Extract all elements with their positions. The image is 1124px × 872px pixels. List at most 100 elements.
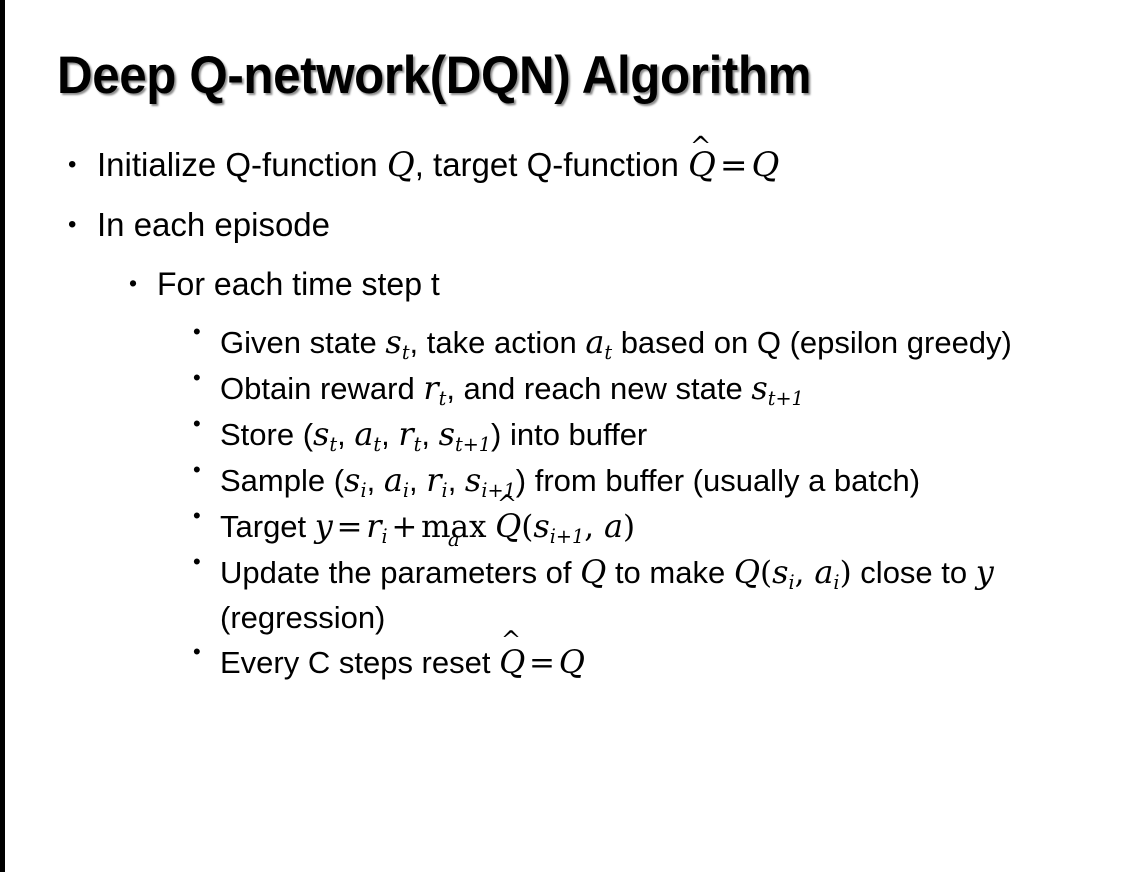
math-open-paren: (: [521, 509, 534, 546]
math-var-q-hat: ^Q: [495, 492, 522, 549]
bullet-list: • Initialize Q-function Q, target Q-func…: [0, 134, 1124, 686]
math-sep: ,: [409, 463, 427, 499]
math-comma: ,: [794, 555, 815, 592]
math-var-r: r: [366, 507, 382, 546]
math-sub-r-i: i: [441, 478, 448, 502]
math-sub-s-t: t: [329, 432, 338, 456]
bullet-text: Update the parameters of Q to make Q(si,…: [220, 550, 1124, 640]
bullet-text-mid: , and reach new state: [446, 371, 752, 407]
bullet-text: Store (st, at, rt, st+1) into buffer: [220, 412, 1124, 458]
math-equals: =: [336, 509, 363, 546]
bullet-text: Every C steps reset ^Q=Q: [220, 628, 1124, 685]
math-sub-s-t1: t+1: [454, 432, 492, 456]
math-var-a: a: [603, 507, 623, 546]
math-close-paren: ): [622, 509, 636, 546]
bullet-text: Given state st, take action at based on …: [220, 320, 1124, 366]
bullet-text-pre: Initialize Q-function: [97, 146, 387, 183]
math-var-q2: Q: [733, 553, 760, 592]
math-sep: ,: [337, 417, 355, 453]
math-var-s-t1: s: [438, 415, 455, 454]
math-sub-r: i: [381, 524, 388, 548]
math-var-qhat-base: Q: [688, 145, 716, 185]
math-sep: ,: [447, 463, 465, 499]
math-close-paren: ): [839, 555, 852, 592]
math-var-q-hat: ^Q: [688, 134, 716, 185]
math-var-a-i: a: [383, 461, 403, 500]
bullet-dot-icon: •: [129, 270, 138, 296]
math-var-s-i: s: [344, 461, 361, 500]
bullet-dot-icon: •: [193, 319, 201, 344]
math-var-q: Q: [580, 553, 607, 592]
bullet-text: In each episode: [97, 206, 331, 243]
bullet-text-post: ) into buffer: [491, 417, 648, 453]
math-sub-s: i: [788, 571, 795, 594]
bullet-text: Obtain reward rt, and reach new state st…: [220, 366, 1124, 412]
math-sub-a-t: t: [373, 432, 382, 456]
math-var-s-t: s: [313, 415, 330, 454]
math-sub-s-i1: i+1: [481, 478, 516, 502]
bullet-text-pre: Every C steps reset: [220, 645, 500, 681]
math-max-name: max: [421, 509, 487, 546]
bullet-text-pre: Obtain reward: [220, 371, 424, 407]
bullet-item-reset-target: • Every C steps reset ^Q=Q: [0, 628, 1124, 685]
bullet-item-given-state: • Given state st, take action at based o…: [0, 320, 1124, 366]
bullet-text-pre: Sample (: [220, 463, 345, 499]
math-var-s: s: [751, 369, 768, 408]
bullet-dot-icon: •: [193, 365, 201, 391]
slide-left-edge-bar: [0, 0, 5, 872]
math-sub-s-i: i: [360, 478, 367, 502]
bullet-text-mid: to make: [606, 555, 734, 591]
bullet-text-mid: , target Q-function: [414, 146, 688, 183]
math-var-r: r: [423, 369, 439, 408]
math-sub-r-t: t: [413, 432, 422, 456]
math-var-y: y: [314, 507, 333, 546]
math-equals: =: [719, 145, 748, 184]
page-title: Deep Q-network(DQN) Algorithm: [57, 46, 812, 105]
math-sep: ,: [421, 417, 439, 453]
math-var-q2: Q: [751, 145, 780, 185]
bullet-dot-icon: •: [193, 411, 201, 437]
bullet-dot-icon: •: [193, 549, 201, 575]
math-var-s-i1: s: [464, 461, 482, 500]
math-var-qhat-base: Q: [499, 643, 526, 682]
math-var-a: a: [814, 553, 834, 592]
math-sep: ,: [366, 463, 384, 499]
math-var-a-t: a: [354, 415, 374, 454]
bullet-text: Initialize Q-function Q, target Q-functi…: [97, 134, 1124, 185]
math-var-a: a: [585, 323, 605, 361]
bullet-text: Sample (si, ai, ri, si+1) from buffer (u…: [220, 458, 1124, 504]
math-var-qhat-base: Q: [495, 507, 522, 546]
bullet-item-sample: • Sample (si, ai, ri, si+1) from buffer …: [0, 458, 1124, 504]
bullet-dot-icon: •: [68, 151, 77, 178]
bullet-text-post: close to: [851, 555, 976, 591]
bullet-text-post: ) from buffer (usually a batch): [515, 463, 921, 499]
math-sub-a: t: [604, 340, 613, 364]
math-sub-s: t+1: [767, 386, 804, 410]
bullet-item-in-each-episode: • In each episode: [0, 208, 1124, 268]
math-var-r-t: r: [398, 415, 414, 454]
bullet-dot-icon: •: [193, 639, 201, 665]
math-var-s: s: [772, 553, 789, 592]
math-sub-s: i+1: [549, 524, 585, 548]
math-var-s: s: [385, 323, 402, 361]
bullet-text: For each time step t: [157, 266, 440, 302]
math-var-y: y: [975, 553, 994, 592]
math-comma: ,: [584, 509, 604, 546]
math-thinspace: [486, 509, 495, 544]
math-sub-r: t: [438, 386, 447, 410]
bullet-item-for-each-time-step: • For each time step t: [0, 268, 1124, 320]
math-sub-s: t: [401, 340, 410, 364]
bullet-text-pre: Update the parameters of: [220, 555, 581, 591]
math-var-q: Q: [558, 643, 585, 682]
math-sub-a-i: i: [402, 478, 410, 502]
bullet-text-mid: , take action: [409, 325, 586, 360]
bullet-dot-icon: •: [68, 211, 77, 238]
bullet-text-pre: Store (: [220, 417, 314, 453]
bullet-item-store: • Store (st, at, rt, st+1) into buffer: [0, 412, 1124, 458]
math-var-r-i: r: [426, 461, 442, 500]
bullet-text-pre: Given state: [220, 325, 386, 360]
